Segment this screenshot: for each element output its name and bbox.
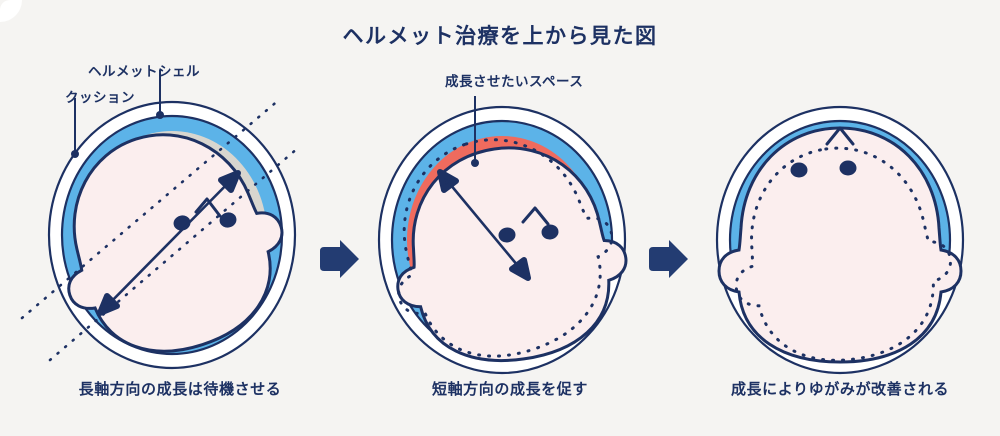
nose-notch-2	[521, 206, 550, 226]
panel-stage-3: 成長によりゆがみが改善される	[690, 60, 990, 405]
leader-helmet-shell-1	[156, 70, 164, 119]
right-arrow-icon-2	[649, 240, 688, 278]
panel-stage-1: ヘルメットシェル クッション	[20, 60, 330, 405]
page-corner-fold	[0, 0, 22, 22]
callout-helmet-shell: ヘルメットシェル	[88, 64, 200, 80]
leader-cushion-1	[71, 98, 79, 158]
short-axis-growth-arrow-2	[437, 169, 531, 281]
eye-right-2	[541, 224, 559, 240]
head-diagram-3	[715, 105, 965, 375]
head-diagram-2	[377, 96, 628, 375]
diagonal-long-axis-guide-1	[20, 97, 282, 320]
callout-growth-space: 成長させたいスペース	[445, 74, 584, 90]
long-axis-growth-arrow-1	[97, 170, 241, 316]
panel-stage-2: 成長させたいスペース	[360, 60, 660, 405]
diagonal-long-axis-guide-1b	[48, 146, 300, 362]
original-head-outline-guide-2	[397, 138, 614, 358]
panel-caption-2: 短軸方向の成長を促す	[431, 380, 588, 398]
panel-caption-3: 成長によりゆがみが改善される	[730, 380, 950, 398]
nose-notch-3	[825, 126, 855, 146]
panel-caption-1: 長軸方向の成長は待機させる	[78, 380, 282, 398]
eye-right-3	[839, 160, 857, 176]
page-title: ヘルメット治療を上から見た図	[342, 24, 658, 48]
leader-growth-space-2	[471, 96, 479, 167]
head-diagram-1	[20, 70, 300, 370]
head-pink-2	[396, 146, 628, 362]
callout-cushion: クッション	[65, 90, 135, 106]
eye-right-1	[219, 212, 237, 228]
eye-left-3	[790, 162, 808, 178]
nose-notch-1	[194, 197, 222, 218]
right-arrow-icon-1	[320, 240, 359, 278]
eye-left-2	[498, 227, 516, 243]
head-pink-3	[717, 126, 963, 364]
